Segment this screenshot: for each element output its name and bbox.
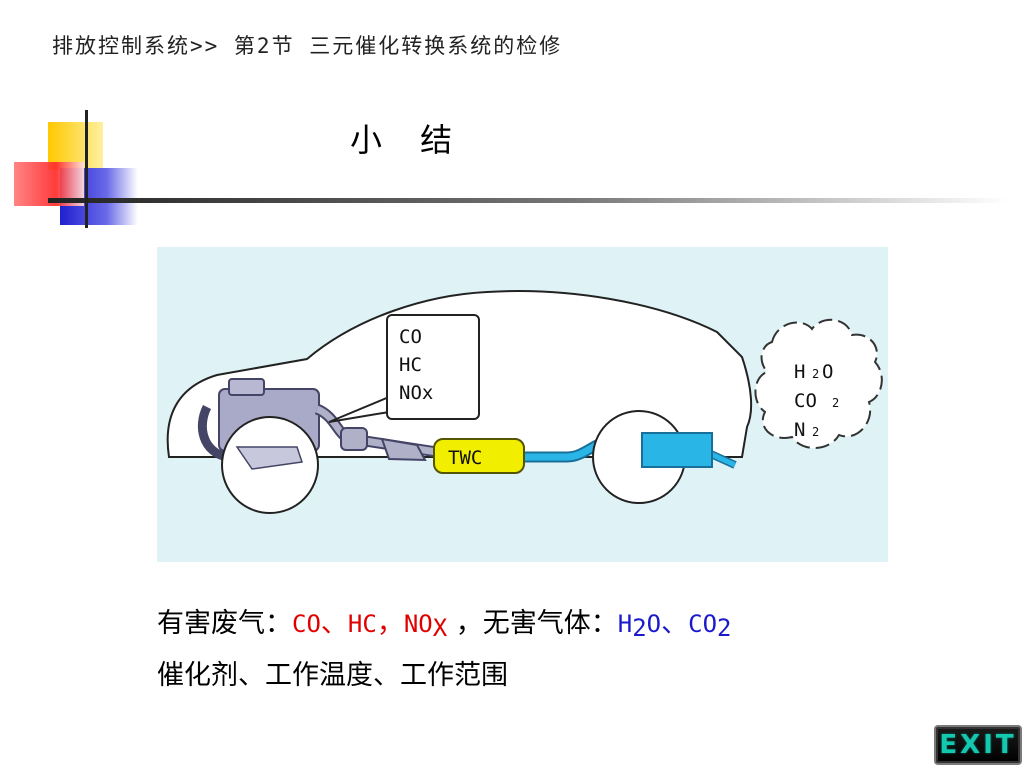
svg-text:H 2 O: H 2 O CO 2 N 2: [794, 361, 851, 441]
harmful-co: CO: [292, 610, 321, 638]
exit-button[interactable]: EXIT: [934, 725, 1022, 765]
harmful-comma: ，: [376, 608, 404, 639]
inlet-gas-callout: CO HC NOx: [328, 314, 480, 423]
summary-text: 有害废气：CO、HC，NOX ，无害气体：H2O、CO2 催化剂、工作温度、工作…: [157, 600, 731, 700]
muffler: [641, 432, 713, 468]
harmful-hc: HC: [347, 610, 377, 638]
outlet-gas-h2o-sub: 2: [812, 367, 819, 381]
harmless-h: H: [617, 610, 633, 638]
inlet-gas-nox: NOx: [399, 382, 433, 404]
slide-title: 小 结: [350, 121, 467, 159]
outlet-gas-n2-sub: 2: [812, 425, 819, 439]
inlet-gas-co: CO: [399, 326, 422, 348]
harmless-co: CO: [688, 610, 718, 638]
outlet-gas-o: O: [822, 361, 833, 383]
harmless-separator: 、: [661, 608, 689, 639]
inlet-gas-hc: HC: [399, 354, 422, 376]
harmless-co2-sub: 2: [717, 614, 732, 642]
summary-line-1: 有害废气：CO、HC，NOX ，无害气体：H2O、CO2: [157, 600, 731, 652]
harmful-gas-label: 有害废气：: [157, 608, 292, 639]
converter-label: TWC: [448, 447, 482, 469]
outlet-gas-h: H: [794, 361, 805, 383]
outlet-gas-n: N: [794, 419, 805, 441]
harmful-no: NO: [403, 610, 433, 638]
exhaust-cloud: H 2 O CO 2 N 2: [754, 319, 883, 449]
summary-line-2: 催化剂、工作温度、工作范围: [157, 660, 508, 691]
outlet-gas-co: CO: [794, 390, 817, 412]
harmful-separator: 、: [320, 608, 348, 639]
exhaust-system-diagram: TWC CO HC NOx H 2 O CO 2 N 2: [157, 247, 888, 562]
breadcrumb: 排放控制系统>> 第2节 三元催化转换系统的检修: [52, 34, 563, 58]
title-decoration: [14, 110, 1008, 228]
harmful-no-sub: X: [432, 614, 448, 642]
harmless-o: O: [646, 610, 662, 638]
svg-text:CO HC NOx: CO HC NOx: [399, 326, 433, 404]
harmless-gas-label: ，无害气体：: [447, 608, 618, 639]
exit-button-label: EXIT: [939, 730, 1017, 760]
outlet-gas-co2-sub: 2: [832, 396, 839, 410]
harmless-h2-sub: 2: [632, 614, 647, 642]
catalytic-converter: [433, 438, 525, 474]
